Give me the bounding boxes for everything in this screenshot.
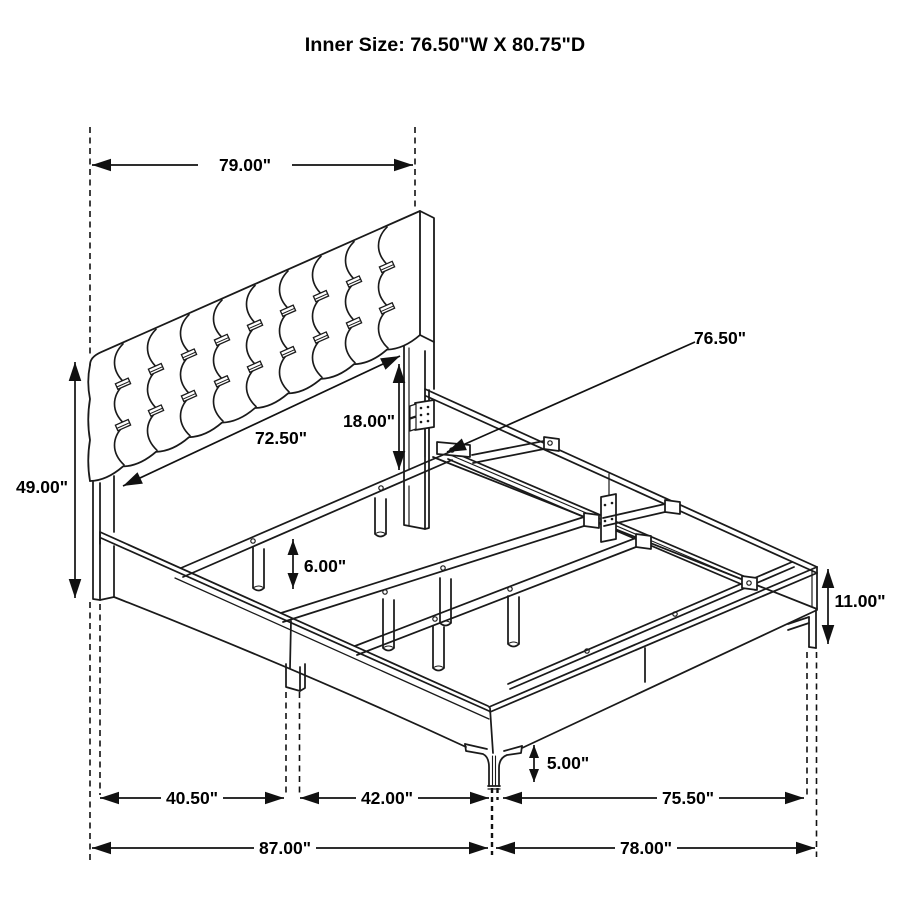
svg-text:11.00": 11.00" [834,591,885,611]
svg-text:42.00": 42.00" [361,788,413,808]
svg-text:79.00": 79.00" [219,155,271,175]
svg-text:72.50": 72.50" [255,428,307,448]
svg-text:76.50": 76.50" [694,328,746,348]
svg-text:49.00": 49.00" [16,477,68,497]
svg-text:75.50": 75.50" [662,788,714,808]
svg-text:18.00": 18.00" [343,411,395,431]
svg-text:5.00": 5.00" [547,753,589,773]
svg-text:6.00": 6.00" [304,556,346,576]
svg-text:Inner Size: 76.50"W X 80.75"D: Inner Size: 76.50"W X 80.75"D [305,34,585,56]
svg-text:87.00": 87.00" [259,838,311,858]
svg-text:40.50": 40.50" [166,788,218,808]
svg-text:78.00": 78.00" [620,838,672,858]
